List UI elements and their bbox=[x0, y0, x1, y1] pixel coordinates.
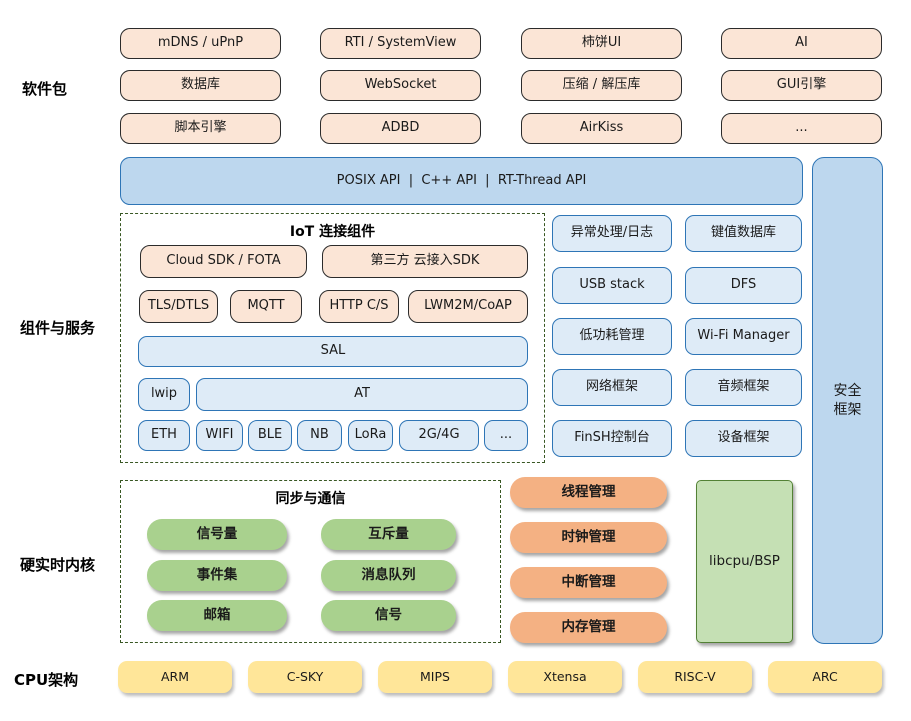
cpu-arch-box: Xtensa bbox=[508, 661, 622, 693]
service-box: 异常处理/日志 bbox=[552, 215, 672, 252]
ipc-group bbox=[120, 480, 501, 643]
protocol-box: HTTP C/S bbox=[319, 290, 399, 323]
section-label-kernel: 硬实时内核 bbox=[20, 556, 96, 574]
link-box: 2G/4G bbox=[399, 420, 479, 451]
service-box: 低功耗管理 bbox=[552, 318, 672, 355]
ipc-box: 消息队列 bbox=[321, 560, 456, 591]
iot-components-group bbox=[120, 213, 545, 463]
service-box: Wi-Fi Manager bbox=[685, 318, 802, 355]
security-framework-label-line1: 安全 bbox=[833, 383, 862, 400]
link-box: NB bbox=[297, 420, 342, 451]
package-box: GUI引擎 bbox=[721, 70, 882, 101]
package-box: 脚本引擎 bbox=[120, 113, 281, 144]
package-box: 数据库 bbox=[120, 70, 281, 101]
manager-box: 线程管理 bbox=[510, 477, 667, 508]
iot-components-title: IoT 连接组件 bbox=[289, 224, 376, 240]
ipc-title: 同步与通信 bbox=[275, 491, 346, 507]
protocol-box: MQTT bbox=[230, 290, 302, 323]
link-box: ETH bbox=[138, 420, 190, 451]
link-box: LoRa bbox=[348, 420, 393, 451]
package-box: ... bbox=[721, 113, 882, 144]
cpu-arch-box: ARM bbox=[118, 661, 232, 693]
package-box: RTI / SystemView bbox=[320, 28, 481, 59]
cpu-arch-box: MIPS bbox=[378, 661, 492, 693]
ipc-box: 信号 bbox=[321, 600, 456, 631]
link-box: ... bbox=[484, 420, 528, 451]
manager-box: 内存管理 bbox=[510, 612, 667, 643]
service-box: 音频框架 bbox=[685, 369, 802, 406]
manager-box: 时钟管理 bbox=[510, 522, 667, 553]
service-box: 设备框架 bbox=[685, 420, 802, 457]
package-box: mDNS / uPnP bbox=[120, 28, 281, 59]
sal-box: SAL bbox=[138, 336, 528, 367]
package-box: 压缩 / 解压库 bbox=[521, 70, 682, 101]
service-box: 键值数据库 bbox=[685, 215, 802, 252]
section-label-packages: 软件包 bbox=[22, 80, 68, 98]
package-box: WebSocket bbox=[320, 70, 481, 101]
protocol-box: TLS/DTLS bbox=[139, 290, 218, 323]
libcpu-bsp-box: libcpu/BSP bbox=[696, 480, 793, 643]
ipc-box: 邮箱 bbox=[147, 600, 287, 631]
manager-box: 中断管理 bbox=[510, 567, 667, 598]
service-box: DFS bbox=[685, 267, 802, 304]
package-box: AirKiss bbox=[521, 113, 682, 144]
link-box: BLE bbox=[248, 420, 292, 451]
security-framework-bar: 安全 框架 bbox=[812, 157, 883, 644]
ipc-box: 互斥量 bbox=[321, 519, 456, 550]
api-bar: POSIX API | C++ API | RT-Thread API bbox=[120, 157, 803, 205]
package-box: AI bbox=[721, 28, 882, 59]
cloud-sdk-box: Cloud SDK / FOTA bbox=[140, 245, 307, 278]
cpu-arch-box: C-SKY bbox=[248, 661, 362, 693]
cpu-arch-box: RISC-V bbox=[638, 661, 752, 693]
package-box: ADBD bbox=[320, 113, 481, 144]
section-label-cpu: CPU架构 bbox=[14, 671, 79, 689]
service-box: USB stack bbox=[552, 267, 672, 304]
package-box: 柿饼UI bbox=[521, 28, 682, 59]
link-box: WIFI bbox=[196, 420, 243, 451]
section-label-components: 组件与服务 bbox=[20, 319, 96, 337]
third-party-sdk-box: 第三方 云接入SDK bbox=[322, 245, 528, 278]
cpu-arch-box: ARC bbox=[768, 661, 882, 693]
security-framework-label-line2: 框架 bbox=[833, 401, 862, 418]
lwip-box: lwip bbox=[138, 378, 190, 411]
protocol-box: LWM2M/CoAP bbox=[408, 290, 528, 323]
at-box: AT bbox=[196, 378, 528, 411]
ipc-box: 信号量 bbox=[147, 519, 287, 550]
ipc-box: 事件集 bbox=[147, 560, 287, 591]
service-box: 网络框架 bbox=[552, 369, 672, 406]
service-box: FinSH控制台 bbox=[552, 420, 672, 457]
